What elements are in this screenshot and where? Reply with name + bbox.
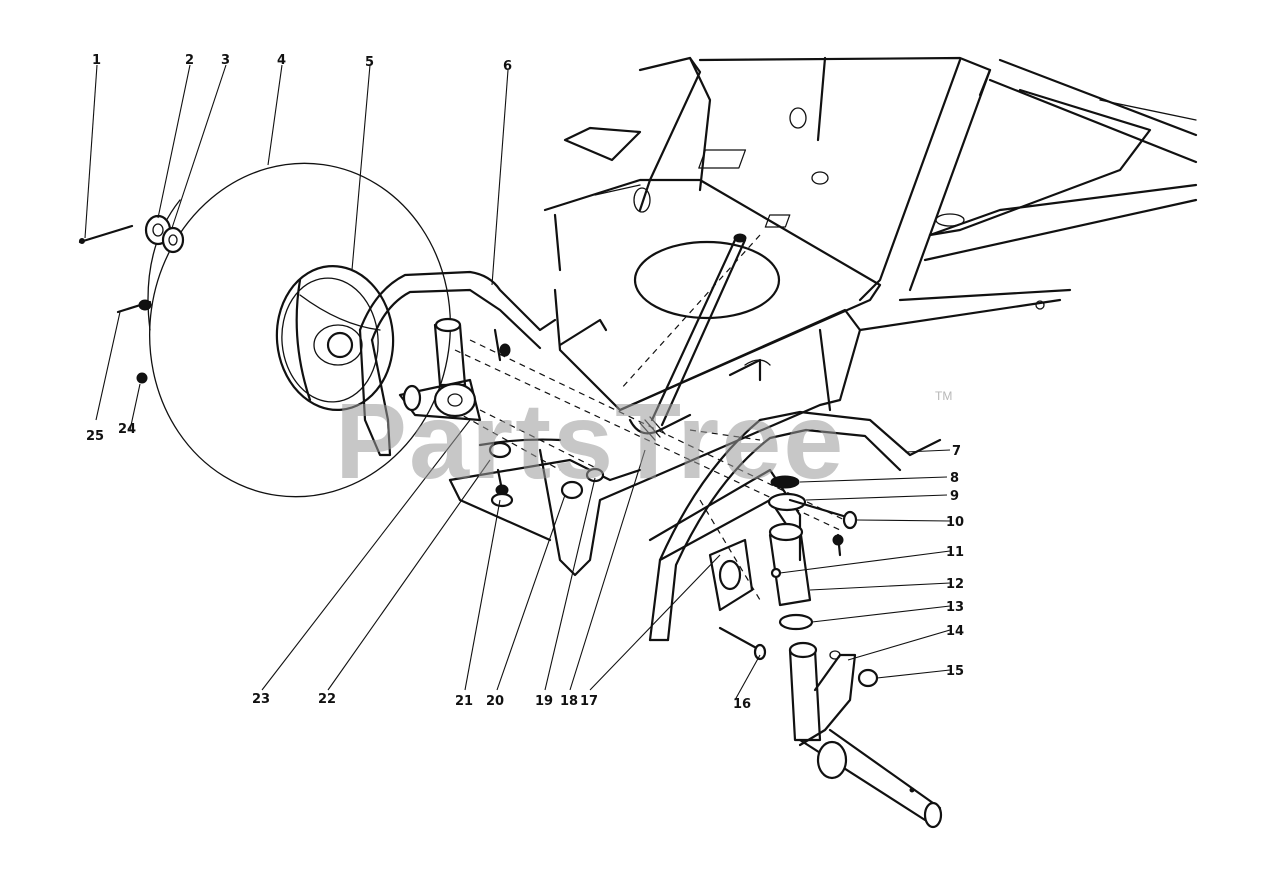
front-wheel-tire — [147, 162, 451, 498]
spindle-washer — [770, 475, 800, 489]
clevis-pin — [718, 626, 767, 661]
callout-6: 6 — [503, 59, 512, 74]
callout-15: 15 — [946, 664, 964, 679]
front-axle-bolt-left — [493, 328, 511, 362]
callout-22: 22 — [318, 692, 336, 707]
callout-24: 24 — [118, 422, 136, 437]
lower-washer — [778, 613, 814, 631]
callout-16: 16 — [733, 697, 751, 712]
wheel-rim — [275, 264, 395, 412]
callout-7: 7 — [952, 444, 961, 459]
callout-23: 23 — [252, 692, 270, 707]
valve-cap — [136, 372, 148, 384]
axle-bracket-plate — [708, 538, 754, 612]
callout-8: 8 — [950, 471, 959, 486]
callout-21: 21 — [455, 694, 473, 709]
tie-rod-ball-joints — [478, 438, 605, 508]
cotter-pin — [78, 224, 134, 244]
callout-2: 2 — [185, 53, 194, 68]
tractor-frame — [448, 56, 1198, 577]
callout-5: 5 — [365, 55, 374, 70]
grease-fitting — [832, 533, 844, 557]
bearing-washer — [161, 226, 185, 254]
callout-10: 10 — [946, 515, 964, 530]
pivot-pin — [788, 498, 858, 530]
right-steering-arm — [648, 410, 942, 642]
left-steering-arm — [358, 270, 557, 457]
callout-1: 1 — [92, 53, 101, 68]
callout-18: 18 — [560, 694, 578, 709]
stub-axle — [798, 728, 943, 829]
callout-3: 3 — [221, 53, 230, 68]
valve-stem — [116, 299, 152, 314]
callout-9: 9 — [950, 489, 959, 504]
spindle-bushing — [767, 492, 807, 512]
callout-14: 14 — [946, 624, 964, 639]
callout-25: 25 — [86, 429, 104, 444]
callout-12: 12 — [946, 577, 964, 592]
callout-labels: 1 2 3 4 5 6 7 8 9 10 11 12 13 14 15 16 1… — [86, 53, 964, 712]
left-spindle — [398, 317, 482, 422]
watermark: PartsTree TM — [335, 380, 952, 501]
callout-13: 13 — [946, 600, 964, 615]
callout-11: 11 — [946, 545, 964, 560]
spindle-tube — [768, 522, 812, 607]
right-spindle-assembly — [788, 641, 879, 747]
callout-17: 17 — [580, 694, 598, 709]
watermark-text: PartsTree — [335, 380, 845, 501]
callout-4: 4 — [277, 53, 286, 68]
tie-rod — [628, 233, 747, 441]
callout-20: 20 — [486, 694, 504, 709]
callout-19: 19 — [535, 694, 553, 709]
callout-leader-lines — [84, 64, 951, 701]
watermark-trademark: TM — [935, 389, 952, 403]
